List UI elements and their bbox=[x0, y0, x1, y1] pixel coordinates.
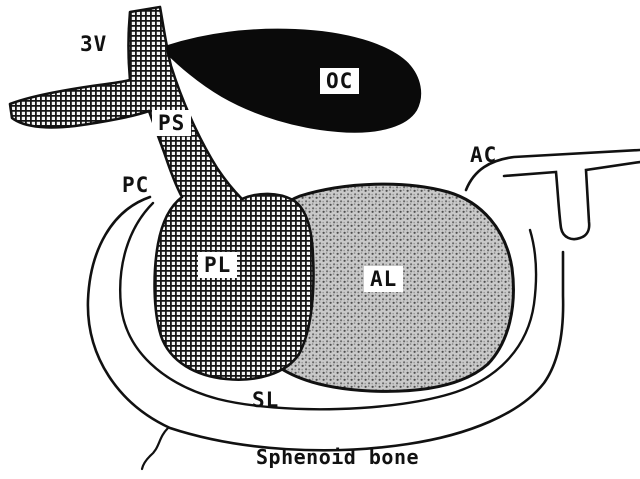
sphenoid-outer-outline bbox=[86, 195, 565, 452]
optic-chiasm-shape bbox=[167, 28, 422, 133]
label-optic-chiasm: OC bbox=[320, 68, 360, 94]
label-sellar-line: SL bbox=[252, 388, 280, 412]
anterior-clinoid-upper-line bbox=[464, 148, 640, 192]
anterior-clinoid-lower-line bbox=[502, 160, 640, 241]
label-pituitary-stalk: PS bbox=[152, 110, 192, 136]
label-third-ventricle: 3V bbox=[80, 32, 108, 56]
label-anterior-lobe: AL bbox=[364, 266, 404, 292]
sellar-inner-outline bbox=[119, 201, 538, 411]
outline-tail-squiggle bbox=[140, 426, 170, 471]
label-anterior-clinoid: AC bbox=[470, 143, 498, 167]
label-posterior-clinoid: PC bbox=[122, 173, 150, 197]
label-sphenoid-bone: Sphenoid bone bbox=[256, 445, 420, 469]
posterior-lobe-and-stalk-shape bbox=[8, 5, 315, 381]
label-posterior-lobe: PL bbox=[198, 252, 238, 278]
